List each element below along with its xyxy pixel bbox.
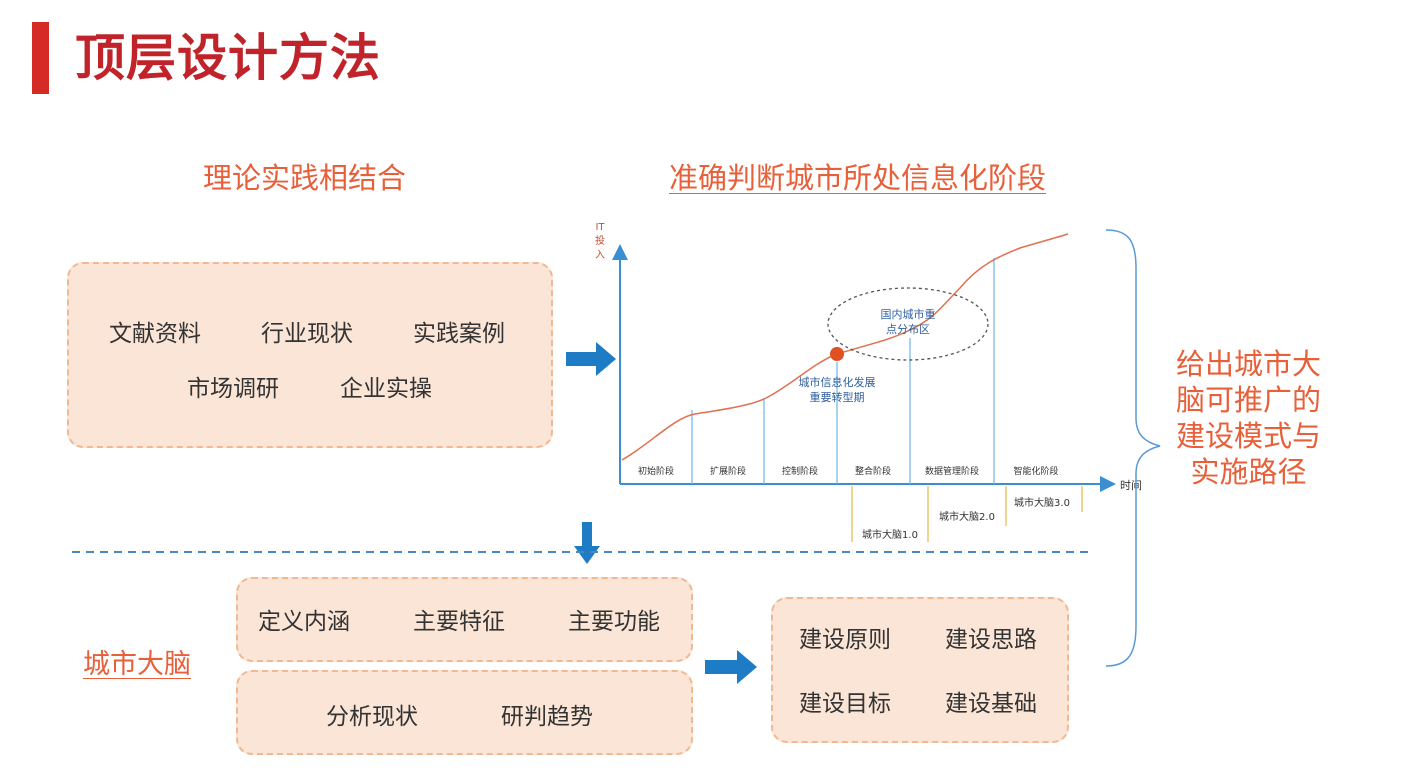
stage-chart: IT 投 入 时间 国内城市重 点分布区 城市信息化发展 重要转型期 初始阶段 …	[595, 222, 1142, 542]
item-construction-ideas: 建设思路	[945, 627, 1037, 653]
item-enterprise-practice: 企业实操	[340, 376, 432, 402]
milestone-city-brain-2: 城市大脑2.0	[939, 510, 995, 523]
item-judge-trends: 研判趋势	[501, 704, 593, 730]
conclusion-line-3: 建设模式与	[1176, 419, 1322, 453]
right-brace	[1105, 229, 1161, 667]
right-arrow-icon-2	[705, 650, 757, 684]
conclusion-text: 给出城市大 脑可推广的 建设模式与 实施路径	[1176, 346, 1321, 490]
conclusion-line-2: 脑可推广的	[1176, 383, 1322, 417]
it-investment-curve	[621, 233, 1069, 461]
item-industry-status: 行业现状	[261, 321, 353, 347]
right-arrow-icon	[566, 342, 616, 376]
stage-label-data-management: 数据管理阶段	[925, 465, 979, 477]
milestone-city-brain-3: 城市大脑3.0	[1014, 496, 1070, 509]
stage-label-expansion: 扩展阶段	[710, 465, 746, 477]
chart-heading: 准确判断城市所处信息化阶段	[669, 161, 1047, 195]
left-heading: 理论实践相结合	[203, 161, 407, 195]
transition-point	[830, 347, 844, 361]
page-title: 顶层设计方法	[75, 29, 381, 87]
ellipse-label-2: 点分布区	[886, 323, 930, 336]
title-accent-bar	[32, 22, 49, 94]
theory-practice-box: 文献资料 行业现状 实践案例 市场调研 企业实操	[67, 262, 553, 448]
key-distribution-ellipse	[827, 287, 989, 361]
item-literature: 文献资料	[109, 321, 201, 347]
conclusion-line-1: 给出城市大	[1176, 347, 1322, 381]
definition-box: 定义内涵 主要特征 主要功能	[236, 577, 693, 662]
conclusion-line-4: 实施路径	[1190, 455, 1307, 489]
y-axis-label-1: IT	[595, 222, 605, 233]
y-axis-label-3: 入	[595, 250, 605, 261]
city-brain-label: 城市大脑	[83, 649, 191, 680]
stage-label-integration: 整合阶段	[855, 465, 891, 477]
y-axis-label-2: 投	[595, 234, 605, 247]
point-label-1: 城市信息化发展	[799, 375, 876, 389]
down-arrow-icon	[574, 522, 600, 564]
stage-label-intelligent: 智能化阶段	[1013, 465, 1058, 477]
item-main-features: 主要特征	[413, 609, 505, 635]
item-construction-basis: 建设基础	[945, 691, 1037, 717]
item-analyze-status: 分析现状	[326, 704, 418, 730]
analysis-box: 分析现状 研判趋势	[236, 670, 693, 755]
stage-label-initial: 初始阶段	[638, 465, 674, 477]
item-practice-cases: 实践案例	[413, 321, 505, 347]
ellipse-label-1: 国内城市重	[881, 307, 936, 321]
item-main-functions: 主要功能	[568, 609, 660, 635]
item-construction-principles: 建设原则	[799, 627, 891, 653]
milestone-city-brain-1: 城市大脑1.0	[862, 528, 918, 541]
construction-box: 建设原则 建设思路 建设目标 建设基础	[771, 597, 1069, 743]
item-construction-goals: 建设目标	[799, 691, 891, 717]
point-label-2: 重要转型期	[810, 390, 865, 404]
dashed-separator	[72, 551, 1094, 553]
stage-label-control: 控制阶段	[782, 465, 818, 477]
item-market-research: 市场调研	[187, 376, 279, 402]
item-definition: 定义内涵	[258, 609, 350, 635]
